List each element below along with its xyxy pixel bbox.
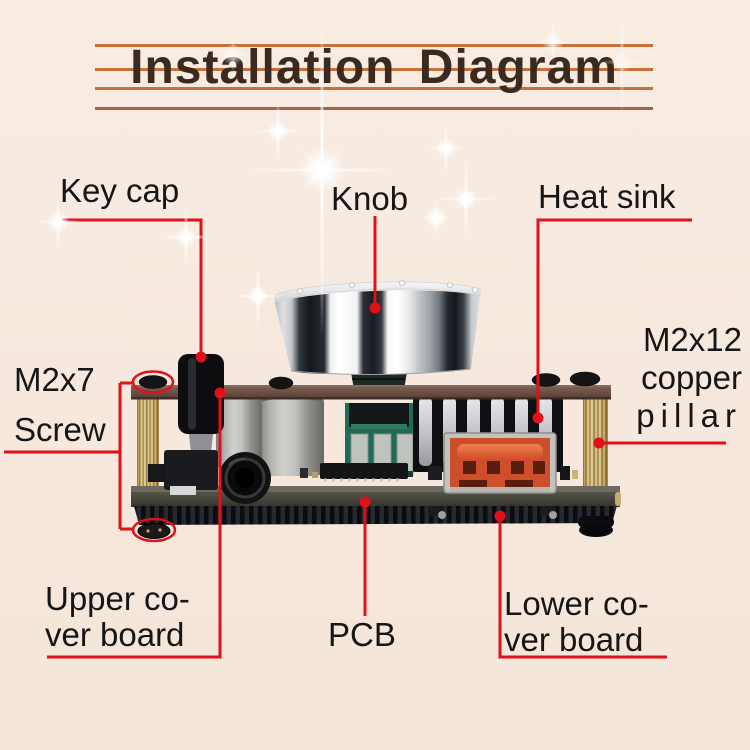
chrome-knob bbox=[274, 279, 481, 390]
title-rule bbox=[95, 87, 653, 90]
capacitor bbox=[216, 399, 262, 469]
label-lower-cover-board: Lower co- ver board bbox=[504, 586, 649, 658]
upper-cover-board bbox=[131, 385, 611, 400]
label-lower-line2: ver board bbox=[504, 621, 644, 658]
label-m2x7-screw: M2x7 Screw bbox=[14, 355, 106, 455]
label-m2x12-line2: copper bbox=[641, 359, 742, 396]
leader-key-cap bbox=[62, 218, 203, 352]
bottom-fins bbox=[134, 506, 617, 525]
key-cap bbox=[178, 354, 224, 434]
label-m2x7-line1: M2x7 bbox=[14, 361, 95, 398]
label-m2x12-copper-pillar: M2x12 copper pillar bbox=[636, 321, 742, 435]
title-rule bbox=[95, 68, 653, 71]
label-knob: Knob bbox=[331, 180, 409, 217]
page-title: Installation Diagram bbox=[130, 41, 618, 94]
red-leader-lines bbox=[4, 216, 726, 659]
audio-jack bbox=[219, 452, 271, 504]
leader-heat-sink bbox=[536, 218, 692, 413]
label-m2x12-line1: M2x12 bbox=[642, 321, 742, 358]
title-rule bbox=[95, 107, 653, 110]
label-upper-line1: Upper co- bbox=[45, 580, 190, 617]
pcb-components bbox=[148, 394, 578, 504]
label-pcb: PCB bbox=[328, 616, 396, 653]
label-m2x12-line3: pillar bbox=[636, 397, 742, 434]
label-heat-sink: Heat sink bbox=[538, 178, 676, 215]
leader-m2x7 bbox=[4, 381, 133, 531]
label-upper-line2: ver board bbox=[45, 616, 185, 653]
leader-upper-cover bbox=[47, 393, 222, 659]
title-rule bbox=[95, 44, 653, 47]
label-lower-line1: Lower co- bbox=[504, 585, 649, 622]
leader-lower-cover bbox=[498, 516, 667, 659]
screw-circle-bottom bbox=[131, 517, 177, 543]
label-key-cap: Key cap bbox=[60, 172, 180, 209]
usb-port bbox=[443, 432, 557, 494]
mounting-foot bbox=[137, 516, 614, 539]
label-upper-cover-board: Upper co- ver board bbox=[45, 581, 190, 653]
screw-circle-top bbox=[131, 370, 175, 394]
label-m2x7-line2: Screw bbox=[14, 411, 106, 448]
capacitor bbox=[258, 394, 324, 476]
